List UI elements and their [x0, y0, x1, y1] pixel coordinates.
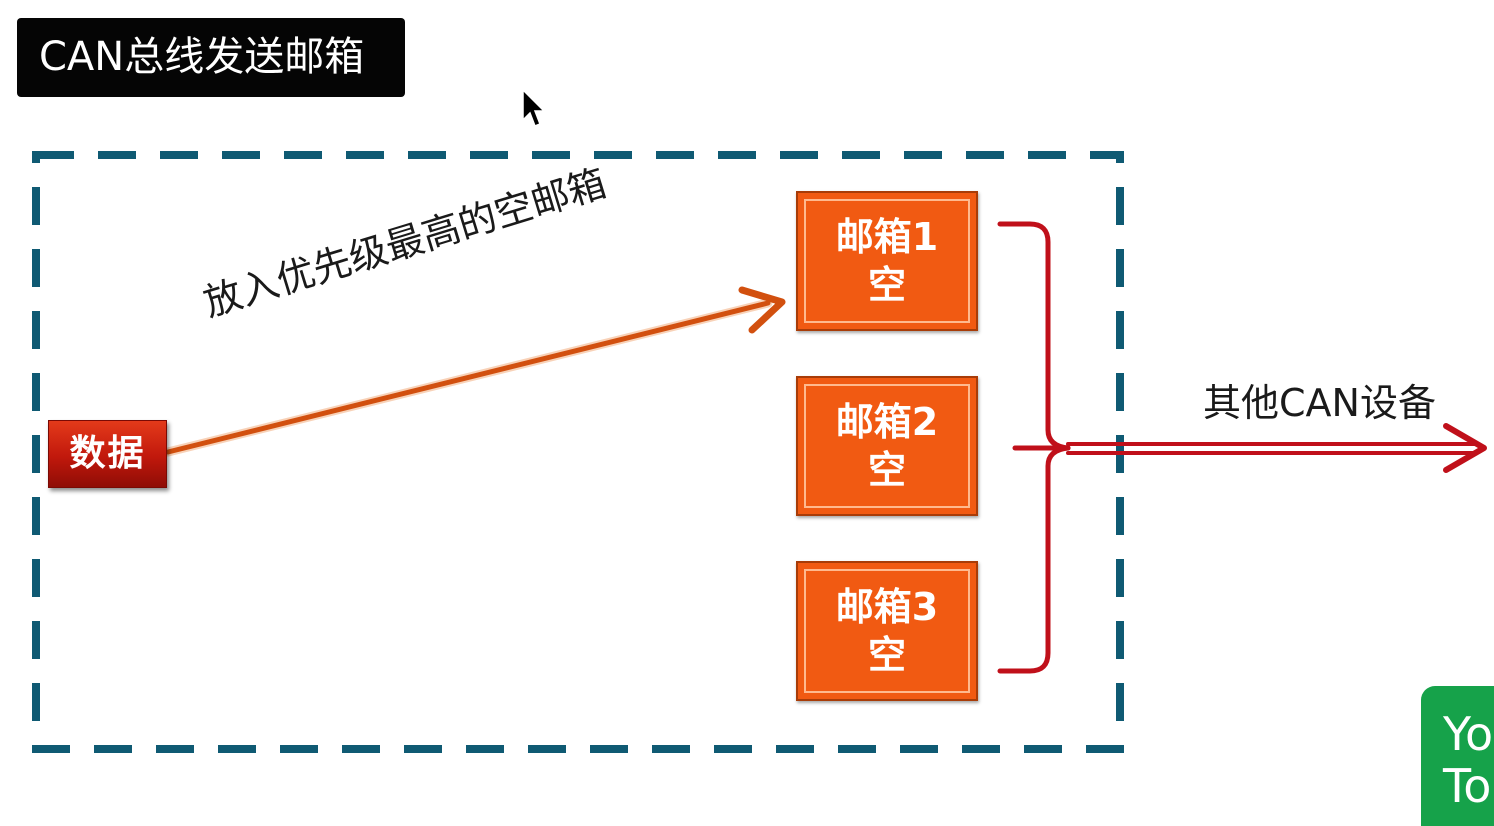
insert-arrow	[163, 286, 786, 457]
corner-badge-line1: Yo	[1443, 707, 1494, 761]
mailbox-1: 邮箱1 空	[796, 191, 978, 331]
data-box: 数据	[48, 420, 167, 488]
mailbox-1-status: 空	[867, 263, 906, 307]
mailbox-3: 邮箱3 空	[796, 561, 978, 701]
mailbox-2-name: 邮箱2	[835, 400, 939, 444]
output-label: 其他CAN设备	[1203, 381, 1436, 425]
output-arrow	[1066, 423, 1487, 473]
diagram-canvas	[32, 151, 1487, 753]
mailbox-2-status: 空	[867, 448, 906, 492]
page-title: CAN总线发送邮箱	[17, 18, 405, 97]
mouse-cursor-icon	[522, 88, 546, 127]
corner-badge-line2: To	[1443, 759, 1492, 813]
mailbox-3-status: 空	[867, 633, 906, 677]
mailbox-2: 邮箱2 空	[796, 376, 978, 516]
mailbox-1-name: 邮箱1	[835, 215, 939, 259]
mailbox-3-name: 邮箱3	[835, 585, 939, 629]
mailbox-bracket	[997, 221, 1071, 674]
corner-badge[interactable]: Yo To	[1421, 686, 1494, 826]
